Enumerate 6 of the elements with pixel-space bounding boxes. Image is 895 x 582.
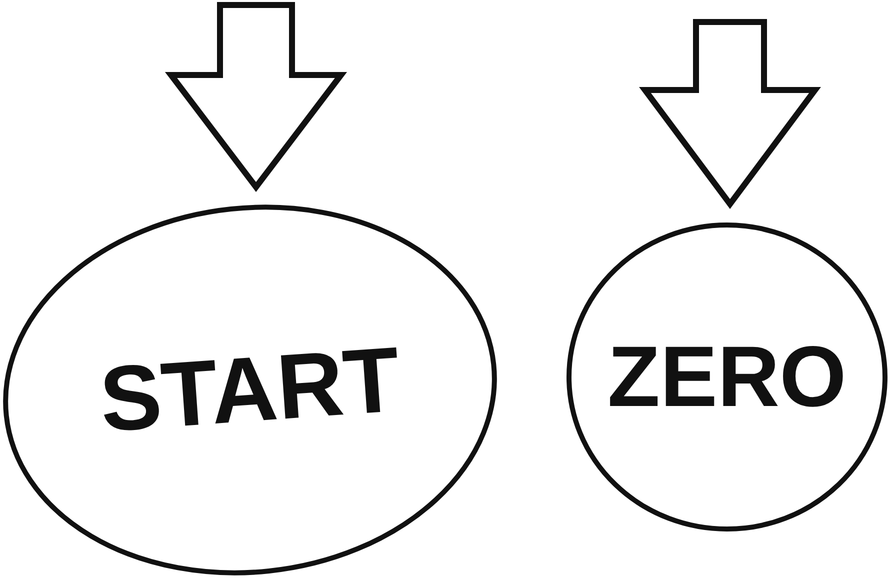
- node-label: ZERO: [608, 334, 846, 420]
- ellipse-node: [2, 205, 498, 575]
- block-arrow: [164, 2, 348, 192]
- circle-node: [566, 222, 888, 532]
- block-arrow: [639, 19, 821, 210]
- node-label: START: [97, 334, 403, 446]
